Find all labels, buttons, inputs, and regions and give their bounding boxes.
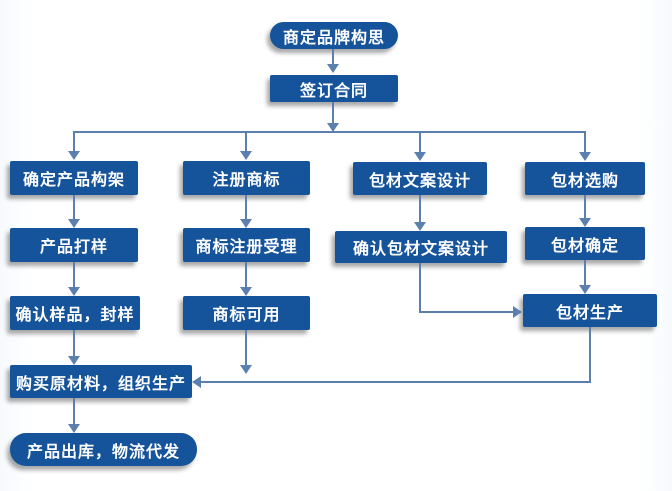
connector-production-elbow-hline xyxy=(201,381,591,383)
arrow-down-icon xyxy=(240,365,252,374)
connector-confirm-to-production-line xyxy=(584,260,586,286)
arrow-down-icon xyxy=(579,218,591,227)
connector-sample-to-confirm-line xyxy=(73,262,75,288)
node-packaging-production: 包材生产 xyxy=(523,294,657,327)
arrow-down-icon xyxy=(414,152,426,161)
arrow-down-icon xyxy=(68,219,80,228)
arrow-down-icon xyxy=(240,219,252,228)
connector-confirm-to-purchase-line xyxy=(73,330,75,357)
connector-drop-col3-line xyxy=(419,131,421,153)
connector-drop-col1-line xyxy=(73,131,75,152)
arrow-down-icon xyxy=(240,287,252,296)
node-register-trademark: 注册商标 xyxy=(183,161,310,195)
arrow-down-icon xyxy=(68,356,80,365)
connector-copydesign-to-confirmcopy-line xyxy=(419,195,421,223)
connector-purchase-to-outbound-line xyxy=(73,398,75,425)
connector-selection-to-confirm-line xyxy=(584,195,586,219)
arrow-down-icon xyxy=(327,123,339,132)
arrow-down-icon xyxy=(579,152,591,161)
connector-usable-to-purchase-line xyxy=(245,330,247,366)
arrow-down-icon xyxy=(68,151,80,160)
connector-drop-col2-line xyxy=(245,131,247,152)
arrow-right-icon xyxy=(513,306,522,318)
connector-confirmcopy-elbow-vline xyxy=(419,263,421,312)
node-product-structure: 确定产品构架 xyxy=(10,161,138,195)
arrow-down-icon xyxy=(68,424,80,433)
connector-register-to-accepted-line xyxy=(245,195,247,220)
node-confirm-sample: 确认样品，封样 xyxy=(10,296,140,330)
node-packaging-copy-design: 包材文案设计 xyxy=(353,162,487,195)
node-packaging-selection: 包材选购 xyxy=(525,162,645,195)
arrow-down-icon xyxy=(414,222,426,231)
connector-contract-to-trunk-line xyxy=(332,102,334,124)
node-sign-contract: 签订合同 xyxy=(270,75,398,102)
node-product-sample: 产品打样 xyxy=(10,228,138,262)
node-confirm-packaging-copy: 确认包材文案设计 xyxy=(335,231,507,263)
arrow-down-icon xyxy=(327,64,339,73)
arrow-down-icon xyxy=(579,285,591,294)
connector-brand-to-contract-line xyxy=(332,49,334,65)
connector-production-elbow-vline xyxy=(589,327,591,382)
connector-confirmcopy-elbow-hline xyxy=(419,311,513,313)
connector-distribution-line xyxy=(73,131,586,133)
connector-structure-to-sample-line xyxy=(73,195,75,220)
connector-accepted-to-usable-line xyxy=(245,262,247,288)
node-brand-idea: 商定品牌构思 xyxy=(270,22,398,49)
node-purchase-materials: 购买原材料，组织生产 xyxy=(10,365,192,398)
arrow-down-icon xyxy=(68,287,80,296)
arrow-down-icon xyxy=(240,151,252,160)
node-trademark-usable: 商标可用 xyxy=(183,296,310,330)
node-trademark-accepted: 商标注册受理 xyxy=(183,228,310,262)
arrow-left-icon xyxy=(192,376,201,388)
connector-drop-col4-line xyxy=(584,131,586,153)
node-packaging-confirm: 包材确定 xyxy=(525,227,645,260)
node-product-outbound: 产品出库，物流代发 xyxy=(10,433,197,466)
